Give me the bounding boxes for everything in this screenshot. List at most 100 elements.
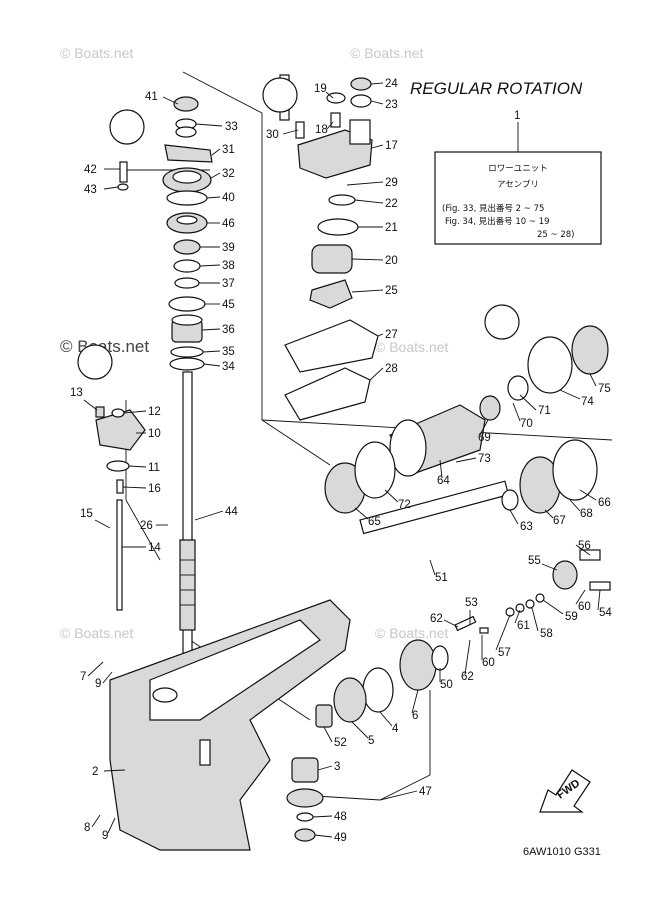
watermark: © Boats.net xyxy=(60,625,133,641)
callout-19: 19 xyxy=(314,83,327,95)
callout-leader-52 xyxy=(323,726,333,743)
callout-22: 22 xyxy=(385,198,398,210)
callout-leader-32 xyxy=(210,172,221,179)
callout-24: 24 xyxy=(385,78,398,90)
callout-leader-30 xyxy=(282,129,299,135)
callout-48: 48 xyxy=(334,811,347,823)
callout-32: 32 xyxy=(222,168,235,180)
callout-leader-73 xyxy=(455,457,477,463)
callout-leader-40 xyxy=(206,196,221,199)
callout-leader-35 xyxy=(202,350,221,353)
callout-leader-22 xyxy=(354,199,384,204)
callout-10: 10 xyxy=(148,428,161,440)
callout-leader-6 xyxy=(411,689,419,714)
callout-65: 65 xyxy=(368,516,381,528)
callout-leader-4 xyxy=(379,711,393,727)
callout-36: 36 xyxy=(222,324,235,336)
callout-leader-2 xyxy=(103,769,126,772)
callout-42: 42 xyxy=(84,164,97,176)
callout-75: 75 xyxy=(598,383,611,395)
watermark: © Boats.net xyxy=(350,45,423,61)
callout-3: 3 xyxy=(334,761,340,773)
callout-68: 68 xyxy=(580,508,593,520)
callout-leader-44 xyxy=(194,510,224,521)
callout-43: 43 xyxy=(84,184,97,196)
callout-6: 6 xyxy=(412,710,418,722)
callout-9b: 9 xyxy=(102,830,108,842)
callout-59: 59 xyxy=(565,611,578,623)
callout-leader-69 xyxy=(479,419,489,436)
callout-73: 73 xyxy=(478,453,491,465)
callout-leader-59 xyxy=(542,599,564,615)
callout-53: 53 xyxy=(465,597,478,609)
shift-rod-parts xyxy=(95,161,146,611)
callout-47: 47 xyxy=(419,786,432,798)
callout-leader-71 xyxy=(519,394,537,411)
callout-56: 56 xyxy=(578,540,591,552)
callout-39: 39 xyxy=(222,242,235,254)
box-line-2: アセンブリ xyxy=(497,179,539,190)
callout-34: 34 xyxy=(222,361,235,373)
callout-leader-67 xyxy=(544,509,554,519)
callout-49: 49 xyxy=(334,832,347,844)
callout-leader-75 xyxy=(589,373,597,387)
callout-leader-31 xyxy=(211,148,221,156)
callout-leader-38 xyxy=(199,264,221,267)
callout-leader-72 xyxy=(384,489,399,503)
callout-leader-33 xyxy=(195,123,223,127)
callout-8: 8 xyxy=(84,822,90,834)
callout-21: 21 xyxy=(385,222,398,234)
callout-leader-57 xyxy=(495,614,511,651)
assembly-box: 1 ロワーユニット アセンブリ (Fig. 33, 見出番号 2 ~ 75 Fi… xyxy=(434,110,602,245)
callout-leader-54 xyxy=(597,589,601,611)
box-line-1: ロワーユニット xyxy=(488,164,548,174)
callout-leader-17 xyxy=(371,144,384,149)
callout-71: 71 xyxy=(538,405,551,417)
lower-casing xyxy=(109,599,351,851)
callout-60b: 60 xyxy=(482,657,495,669)
callout-50: 50 xyxy=(440,679,453,691)
callout-14: 14 xyxy=(148,542,161,554)
callout-leader-49 xyxy=(314,834,333,838)
callout-44: 44 xyxy=(225,506,238,518)
callout-11: 11 xyxy=(148,462,160,474)
watermark: © Boats.net xyxy=(375,625,448,641)
callout-2: 2 xyxy=(92,766,98,778)
callout-leader-56 xyxy=(575,544,591,556)
callout-leader-68 xyxy=(569,499,581,512)
callout-7: 7 xyxy=(80,671,86,683)
callout-31: 31 xyxy=(222,144,235,156)
callout-leader-15 xyxy=(94,519,111,529)
callout-33: 33 xyxy=(225,121,238,133)
callout-leader-36 xyxy=(201,328,221,331)
prop-shaft-assembly xyxy=(324,317,609,535)
callout-15: 15 xyxy=(80,508,93,520)
callout-52: 52 xyxy=(334,737,347,749)
callout-51: 51 xyxy=(435,572,448,584)
drawing-code: 6AW1010 G331 xyxy=(523,846,601,858)
callout-30: 30 xyxy=(266,129,279,141)
callout-leader-48 xyxy=(312,815,333,818)
callout-58: 58 xyxy=(540,628,553,640)
callout-leader-7 xyxy=(87,661,104,677)
callout-leader-66 xyxy=(579,489,597,501)
gears-and-bearings xyxy=(286,549,611,842)
callout-leader-20 xyxy=(351,258,384,261)
callout-72: 72 xyxy=(398,499,411,511)
callout-leader-12 xyxy=(123,410,147,414)
callout-leader-63 xyxy=(509,509,519,525)
box-line-3: (Fig. 33, 見出番号 2 ~ 75 xyxy=(442,203,544,214)
callout-13: 13 xyxy=(70,387,83,399)
callout-leader-47 xyxy=(379,790,418,801)
callout-62: 62 xyxy=(430,613,443,625)
callout-leader-64 xyxy=(439,459,443,479)
callout-leader-55 xyxy=(541,563,558,571)
callout-12: 12 xyxy=(148,406,161,418)
callout-64: 64 xyxy=(437,475,450,487)
callout-28: 28 xyxy=(385,363,398,375)
callout-leader-5 xyxy=(351,721,369,739)
callout-17: 17 xyxy=(385,140,398,152)
watermark: © Boats.net xyxy=(375,339,448,355)
